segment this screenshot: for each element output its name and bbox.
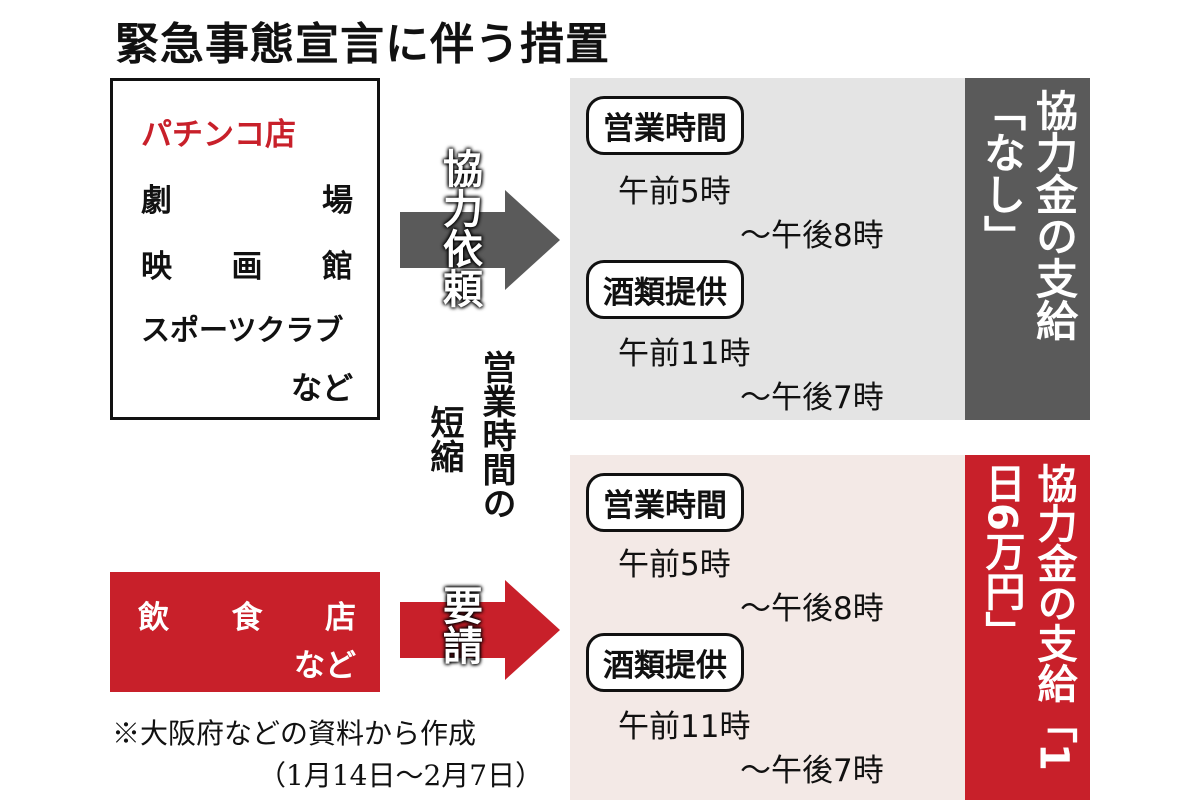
hours-from: 午前5時 bbox=[618, 174, 731, 210]
character: 画 bbox=[231, 249, 263, 285]
shorten-hours-label-1: 営業時間の bbox=[476, 350, 516, 520]
alcohol-label: 酒類提供 bbox=[586, 633, 744, 692]
facility-theater: 劇場 bbox=[141, 175, 353, 220]
top-facilities-box: パチンコ店 劇場 映画館 スポーツクラブ など bbox=[110, 78, 380, 420]
hours-label: 営業時間 bbox=[586, 473, 744, 532]
alcohol-from: 午前11時 bbox=[618, 336, 751, 372]
character: 店 bbox=[325, 600, 356, 636]
top-hours-panel: 営業時間 午前5時 〜午後8時 酒類提供 午前11時 〜午後7時 bbox=[570, 78, 965, 420]
facility-cinema: 映画館 bbox=[141, 241, 353, 286]
shorten-hours-label-2: 短縮 bbox=[424, 405, 464, 473]
alcohol-label: 酒類提供 bbox=[586, 260, 744, 319]
no-subsidy-text: 協力金の支給「なし」 bbox=[977, 89, 1079, 341]
alcohol-to: 〜午後7時 bbox=[740, 380, 884, 416]
facility-etc: など bbox=[291, 371, 353, 407]
alcohol-from: 午前11時 bbox=[618, 709, 751, 745]
hours-from: 午前5時 bbox=[618, 547, 731, 583]
character: 映 bbox=[141, 249, 172, 285]
period-note: （1月14日〜2月7日） bbox=[258, 759, 544, 792]
gray-arrow-icon bbox=[400, 190, 560, 290]
no-subsidy-box: 協力金の支給「なし」 bbox=[965, 78, 1090, 420]
character: 場 bbox=[322, 183, 353, 219]
source-note: ※大阪府などの資料から作成 bbox=[112, 717, 477, 750]
page-title: 緊急事態宣言に伴う措置 bbox=[115, 19, 610, 70]
character: 食 bbox=[231, 600, 263, 636]
restaurants-box: 飲 食 店 など bbox=[110, 572, 380, 692]
hours-label: 営業時間 bbox=[586, 96, 744, 155]
character: 飲 bbox=[138, 600, 169, 636]
facility-pachinko: パチンコ店 bbox=[141, 117, 296, 153]
request-label: 要請 bbox=[436, 585, 482, 665]
facility-sports-club: スポーツクラブ bbox=[141, 313, 344, 347]
facility-restaurant: 飲食店 bbox=[138, 592, 356, 637]
alcohol-to: 〜午後7時 bbox=[740, 753, 884, 789]
subsidy-text: 協力金の支給「1日6万円」 bbox=[978, 462, 1077, 771]
facility-restaurant-etc: など bbox=[294, 648, 356, 684]
bottom-hours-panel: 営業時間 午前5時 〜午後8時 酒類提供 午前11時 〜午後7時 bbox=[570, 455, 965, 800]
request-cooperation-label: 協力依頼 bbox=[436, 148, 482, 308]
hours-to: 〜午後8時 bbox=[740, 591, 884, 627]
subsidy-box: 協力金の支給「1日6万円」 bbox=[965, 455, 1090, 800]
red-arrow-icon bbox=[400, 580, 560, 680]
character: 劇 bbox=[141, 183, 172, 219]
hours-to: 〜午後8時 bbox=[740, 218, 884, 254]
character: 館 bbox=[322, 249, 353, 285]
